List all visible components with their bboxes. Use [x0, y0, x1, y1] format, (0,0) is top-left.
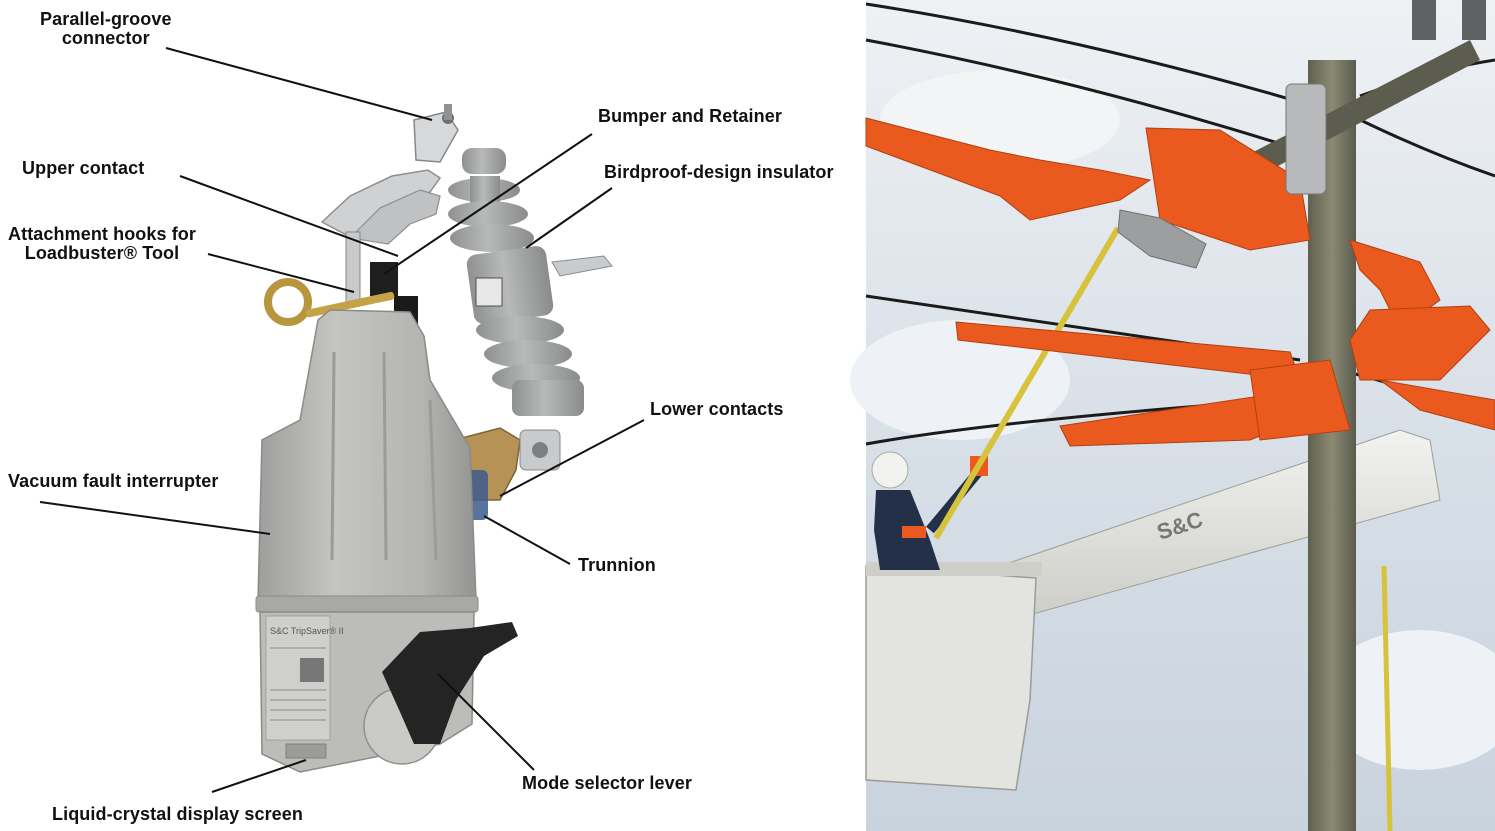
- connector-bolt-shaft: [444, 104, 452, 120]
- cutout-hardware: [1285, 83, 1327, 195]
- insulator-label: [475, 277, 503, 307]
- product-nameplate: S&C TripSaver® II: [265, 615, 344, 741]
- cloud: [1320, 630, 1495, 770]
- label-attachment-hooks: Attachment hooks for Loadbuster® Tool: [8, 225, 196, 263]
- label-lcd-screen: Liquid-crystal display screen: [52, 804, 303, 824]
- insulator-top: [1412, 0, 1436, 40]
- insulating-covers: [865, 117, 1495, 447]
- parallel-groove-connector-plate: [413, 111, 459, 163]
- label-parallel-groove-connector: Parallel-groove connector: [40, 10, 172, 48]
- mode-selector-lever: [382, 622, 518, 744]
- label-mode-selector-lever: Mode selector lever: [522, 773, 692, 793]
- housing-rib: [428, 399, 438, 561]
- nameplate-text: S&C TripSaver® II: [270, 626, 344, 636]
- label-bumper-and-retainer: Bumper and Retainer: [598, 106, 782, 126]
- label-line: Attachment hooks for: [8, 224, 197, 244]
- insulator-top: [1462, 0, 1486, 40]
- label-upper-contact: Upper contact: [22, 158, 145, 178]
- leader-mode-lever: [437, 673, 535, 771]
- leader-lower-contacts: [499, 419, 645, 497]
- vacuum-fault-interrupter-housing: [257, 309, 477, 601]
- product-illustration: S&C TripSaver® II: [255, 104, 613, 773]
- leader-parallel-groove: [165, 47, 433, 121]
- leader-lines: [39, 47, 645, 793]
- label-line: Parallel-groove: [40, 9, 172, 29]
- label-line: connector: [61, 28, 150, 48]
- hot-stick: [933, 226, 1121, 540]
- leader-bumper: [383, 133, 593, 275]
- label-birdproof-insulator: Birdproof-design insulator: [604, 162, 834, 182]
- upper-arm: [348, 189, 441, 245]
- pull-ring: [264, 278, 312, 326]
- housing-base-band: [255, 595, 479, 613]
- leader-attachment-hooks: [207, 253, 355, 293]
- leader-trunnion: [483, 515, 571, 565]
- field-photo: S&C: [850, 0, 1495, 831]
- lcd-screen: [285, 743, 327, 759]
- label-lower-contacts: Lower contacts: [650, 399, 784, 419]
- birdproof-insulator: [448, 148, 613, 416]
- tripsaver-device: [1117, 209, 1207, 269]
- housing-rib: [382, 351, 388, 561]
- leader-birdproof: [525, 187, 613, 249]
- housing-rib: [330, 351, 336, 561]
- label-vacuum-fault-interrupter: Vacuum fault interrupter: [8, 471, 219, 491]
- bucket: [865, 565, 1037, 791]
- orange-cuff: [902, 526, 926, 538]
- qr-code-icon: [300, 658, 324, 682]
- cloud: [850, 320, 1070, 440]
- leader-lcd: [211, 759, 307, 793]
- label-trunnion: Trunnion: [578, 555, 656, 575]
- label-line: Loadbuster® Tool: [24, 243, 180, 263]
- leader-vacuum: [39, 501, 271, 535]
- hot-stick-2: [1381, 565, 1393, 831]
- leader-upper-contact: [179, 175, 399, 257]
- hard-hat: [871, 451, 909, 489]
